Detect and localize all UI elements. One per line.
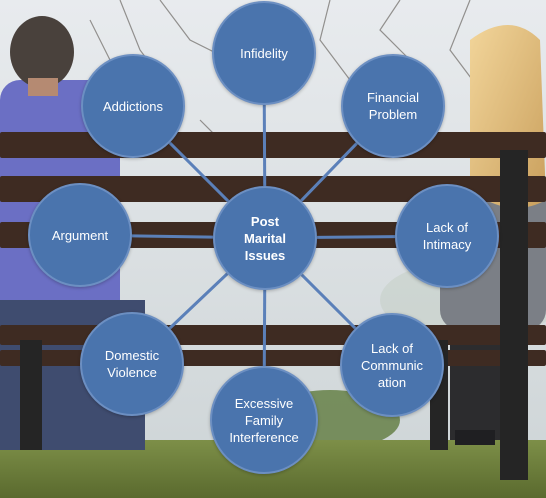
connector-line [131, 234, 214, 239]
node-financial-problem: Financial Problem [341, 54, 445, 158]
node-label: Lack of Communic ation [360, 340, 424, 390]
node-lack-of-communication: Lack of Communic ation [340, 313, 444, 417]
connector-line [316, 235, 396, 239]
node-label: Addictions [103, 98, 163, 114]
connector-line [168, 141, 230, 203]
node-addictions: Addictions [81, 54, 185, 158]
connector-line [168, 272, 229, 330]
node-domestic-violence: Domestic Violence [80, 312, 184, 416]
node-label: Domestic Violence [104, 348, 160, 380]
node-lack-of-intimacy: Lack of Intimacy [395, 184, 499, 288]
node-infidelity: Infidelity [212, 1, 316, 105]
connector-line [300, 142, 358, 202]
node-argument: Argument [28, 183, 132, 287]
connector-line [300, 273, 357, 330]
center-node-post-marital-issues: Post Marital Issues [213, 186, 317, 290]
node-excessive-family-interference: Excessive Family Interference [210, 366, 318, 474]
node-label: Lack of Intimacy [422, 220, 472, 252]
center-node-label: Post Marital Issues [244, 213, 286, 263]
node-label: Excessive Family Interference [229, 395, 299, 445]
node-label: Argument [51, 227, 109, 243]
node-label: Financial Problem [366, 90, 420, 122]
node-label: Infidelity [240, 45, 288, 61]
